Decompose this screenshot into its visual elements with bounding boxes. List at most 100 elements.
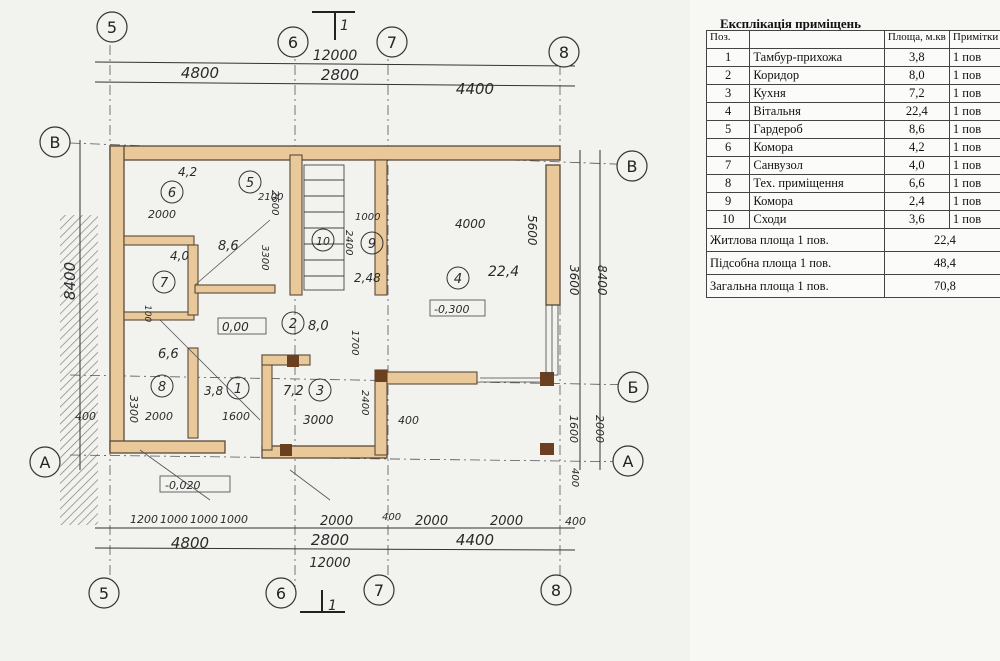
room-bubbles [150,170,470,402]
dimension-lines [79,61,601,551]
dim-bottom-small-9: 400 [565,515,586,528]
inner-dim-15: 100 [142,305,152,322]
room-7-area: 4,0 [170,249,189,263]
room-6-num: 6 [168,186,176,201]
row-area: 22,4 [883,102,950,121]
dim-bottom-span-2: 2800 [311,531,349,549]
row-area: 8,0 [883,66,950,85]
inner-dim-5: 3300 [259,245,270,270]
dim-bottom-small-4: 1000 [220,513,248,526]
row-area: 7,2 [883,84,950,103]
interior-walls [123,154,478,456]
room-6-area: 4,2 [178,165,197,179]
axis-8-top: 8 [559,43,569,62]
axis-v-right: В [627,157,638,176]
room-3-area: 7,2 [283,384,304,399]
row-no: 6 [705,138,751,157]
dim-bottom-small-7: 2000 [415,514,448,529]
axis-5-bottom: 5 [99,584,109,603]
row-area: 4,0 [883,156,950,175]
row-no: 4 [705,102,751,121]
wall-markers [280,355,554,456]
inner-dim-2: 2100 [258,192,283,203]
row-note: 1 пов [948,174,1000,193]
row-note: 1 пов [948,48,1000,67]
dim-right-h4: 1600 [567,415,580,443]
row-area: 8,6 [883,120,950,139]
row-area: 2,4 [883,192,950,211]
dim-bottom-small-6: 400 [382,512,401,523]
row-no: 3 [705,84,751,103]
row-note: 1 пов [948,210,1000,229]
row-area: 4,2 [883,138,950,157]
axis-a-right: А [623,452,634,471]
summary-label: Житлова площа 1 пов. [706,228,885,252]
inner-dim-8: 1700 [349,330,360,355]
axis-5-top: 5 [107,18,117,37]
inner-dim-14: 400 [75,410,96,423]
table-header-row: Поз. Площа, м.кв Примітки [705,30,1000,49]
level-living: -0,300 [434,303,469,316]
summary-value: 22,4 [883,228,1000,252]
room-2-num: 2 [289,317,297,332]
room-5-num: 5 [246,176,254,191]
inner-dim-4: 2600 [269,190,280,215]
summary-row-living: Житлова площа 1 пов.22,4 [706,228,1000,252]
level-entrance: -0,020 [165,479,200,492]
summary-row-total: Загальна площа 1 пов.70,8 [706,274,1000,298]
dim-right-h6: 400 [569,468,580,487]
room-9-area: 2,48 [354,271,381,285]
row-name: Коридор [749,66,885,85]
room-5-area: 8,6 [218,239,239,254]
explication-table-block: Експлікація приміщень Поз. Площа, м.кв П… [705,16,1000,318]
dim-right-h3: 8400 [595,265,609,296]
dim-bottom-small-5: 2000 [320,514,353,529]
row-name: Вітальня [749,102,885,121]
dim-right-h1: 5600 [525,215,539,246]
header-note: Примітки [948,30,1000,49]
axis-7-top: 7 [387,33,397,52]
dim-top-total: 12000 [313,48,358,64]
inner-dim-3: 3300 [127,395,140,423]
dim-bottom-small-8: 2000 [490,514,523,529]
dim-right-h5: 2000 [593,415,606,443]
staircase [303,164,345,291]
row-note: 1 пов [948,102,1000,121]
room-10-num: 10 [316,235,330,248]
row-name: Сходи [749,210,885,229]
row-name: Санвузол [749,156,885,175]
room-8-area: 6,6 [158,347,179,362]
ground-hatch [60,215,98,525]
header-no: Поз. [705,30,751,49]
dim-top-span-3: 4400 [456,80,494,98]
header-area: Площа, м.кв [883,30,950,49]
row-area: 6,6 [883,174,950,193]
room-4-num: 4 [454,272,462,287]
axis-8-bottom: 8 [551,581,561,600]
room-7-num: 7 [160,276,169,291]
row-no: 10 [705,210,751,229]
level-box-2 [217,317,267,335]
room-2-area: 8,0 [308,319,329,334]
inner-dim-13: 2000 [145,410,173,423]
row-name: Тех. приміщення [749,174,885,193]
axis-6-bottom: 6 [276,584,286,603]
row-note: 1 пов [948,138,1000,157]
dim-top-span-2: 2800 [321,66,359,84]
row-name: Кухня [749,84,885,103]
explication-title: Експлікація приміщень [720,16,861,31]
inner-dim-1: 2000 [148,208,176,221]
inner-dim-9: 2400 [359,390,370,415]
exterior-walls [109,145,561,459]
summary-label: Підсобна площа 1 пов. [706,251,885,275]
section-mark-bottom [300,590,345,613]
